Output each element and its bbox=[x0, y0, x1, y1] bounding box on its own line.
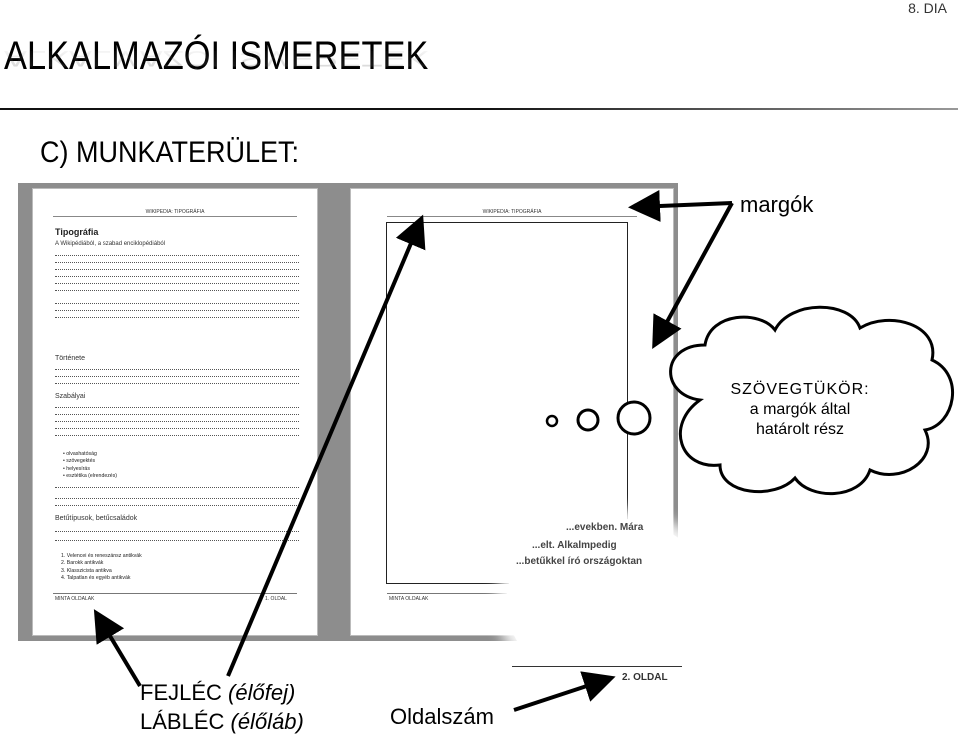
margin-arrow-top bbox=[628, 190, 733, 222]
text-body-description: SZÖVEGTÜKÖR: a margók által határolt rés… bbox=[700, 380, 900, 440]
article-title: Tipográfia bbox=[55, 227, 99, 237]
text-body-line: a margók által bbox=[749, 401, 851, 418]
footer-arrow bbox=[93, 609, 142, 688]
list-item: • esztétika (elrendezés) bbox=[63, 473, 118, 480]
magnified-text-line: ...betűkkel író országoktan bbox=[516, 556, 643, 567]
header-label: FEJLÉC (élőfej) bbox=[140, 680, 296, 705]
magnified-footer-rule bbox=[512, 666, 682, 667]
thought-bubble-small bbox=[545, 414, 559, 428]
page-header: WIKIPEDIA: TIPOGRÁFIA bbox=[387, 209, 637, 217]
thought-bubble-large bbox=[616, 400, 652, 436]
list-item: 4. Talpatlan és egyéb antikvák bbox=[61, 575, 131, 582]
heading-rules: Szabályai bbox=[55, 393, 86, 400]
list-item: 2. Barokk antikvák bbox=[61, 560, 104, 567]
list-item: • szövegektés bbox=[63, 458, 96, 465]
list-item: 3. Klasszicista antikva bbox=[61, 567, 112, 574]
magnified-page-number: 2. OLDAL bbox=[622, 672, 668, 683]
slide-number: 8. DIA bbox=[908, 0, 947, 16]
thought-cloud bbox=[669, 305, 955, 496]
paragraph-block bbox=[55, 405, 299, 449]
bullet-list: • olvashatóság • szövegektés • helyesírá… bbox=[63, 451, 117, 481]
magnifier-lens bbox=[506, 518, 716, 688]
list-item: • olvashatóság bbox=[63, 451, 97, 457]
text-body-line: határolt rész bbox=[755, 421, 845, 438]
paragraph-block bbox=[55, 529, 299, 551]
footer-label: LÁBLÉC (élőláb) bbox=[140, 709, 304, 734]
paragraph-block bbox=[55, 253, 299, 353]
page-header: WIKIPEDIA: TIPOGRÁFIA bbox=[53, 209, 297, 217]
magnified-text-line: ...evekben. Mára bbox=[566, 522, 644, 533]
slide-subtitle: C) MUNKATERÜLET: bbox=[40, 136, 300, 169]
heading-fonts: Betűtípusok, betűcsaládok bbox=[55, 515, 138, 522]
thought-bubble-medium bbox=[576, 408, 600, 432]
page-number-label: Oldalszám bbox=[390, 704, 494, 729]
list-item: • helyesírás bbox=[63, 465, 90, 472]
footer-page-number: 1. OLDAL bbox=[265, 596, 287, 602]
paragraph-block bbox=[55, 367, 299, 393]
page-number-arrow bbox=[513, 671, 616, 712]
text-body-title: SZÖVEGTÜKÖR: bbox=[730, 381, 870, 398]
footer-left: MINTA OLDALAK bbox=[389, 596, 429, 602]
margins-label: margók bbox=[740, 192, 814, 217]
margin-arrow-right bbox=[652, 202, 734, 350]
header-arrow bbox=[226, 214, 426, 677]
footer-left: MINTA OLDALAK bbox=[55, 596, 95, 602]
document-page-1: WIKIPEDIA: TIPOGRÁFIA Tipográfia A Wikip… bbox=[32, 188, 318, 636]
article-subtitle: A Wikipédiából, a szabad enciklopédiából bbox=[55, 241, 166, 247]
list-item: 1. Velencei és reneszánsz antikvák bbox=[61, 553, 142, 559]
numbered-list: 1. Velencei és reneszánsz antikvák 2. Ba… bbox=[61, 553, 142, 583]
magnified-text-line: ...elt. Alkalmpedig bbox=[532, 540, 617, 551]
title-divider bbox=[0, 108, 958, 110]
heading-history: Története bbox=[55, 355, 85, 362]
footer-rule bbox=[53, 593, 297, 594]
paragraph-block bbox=[55, 485, 299, 515]
slide-title: ALKALMAZÓI ISMERETEK bbox=[4, 34, 429, 78]
